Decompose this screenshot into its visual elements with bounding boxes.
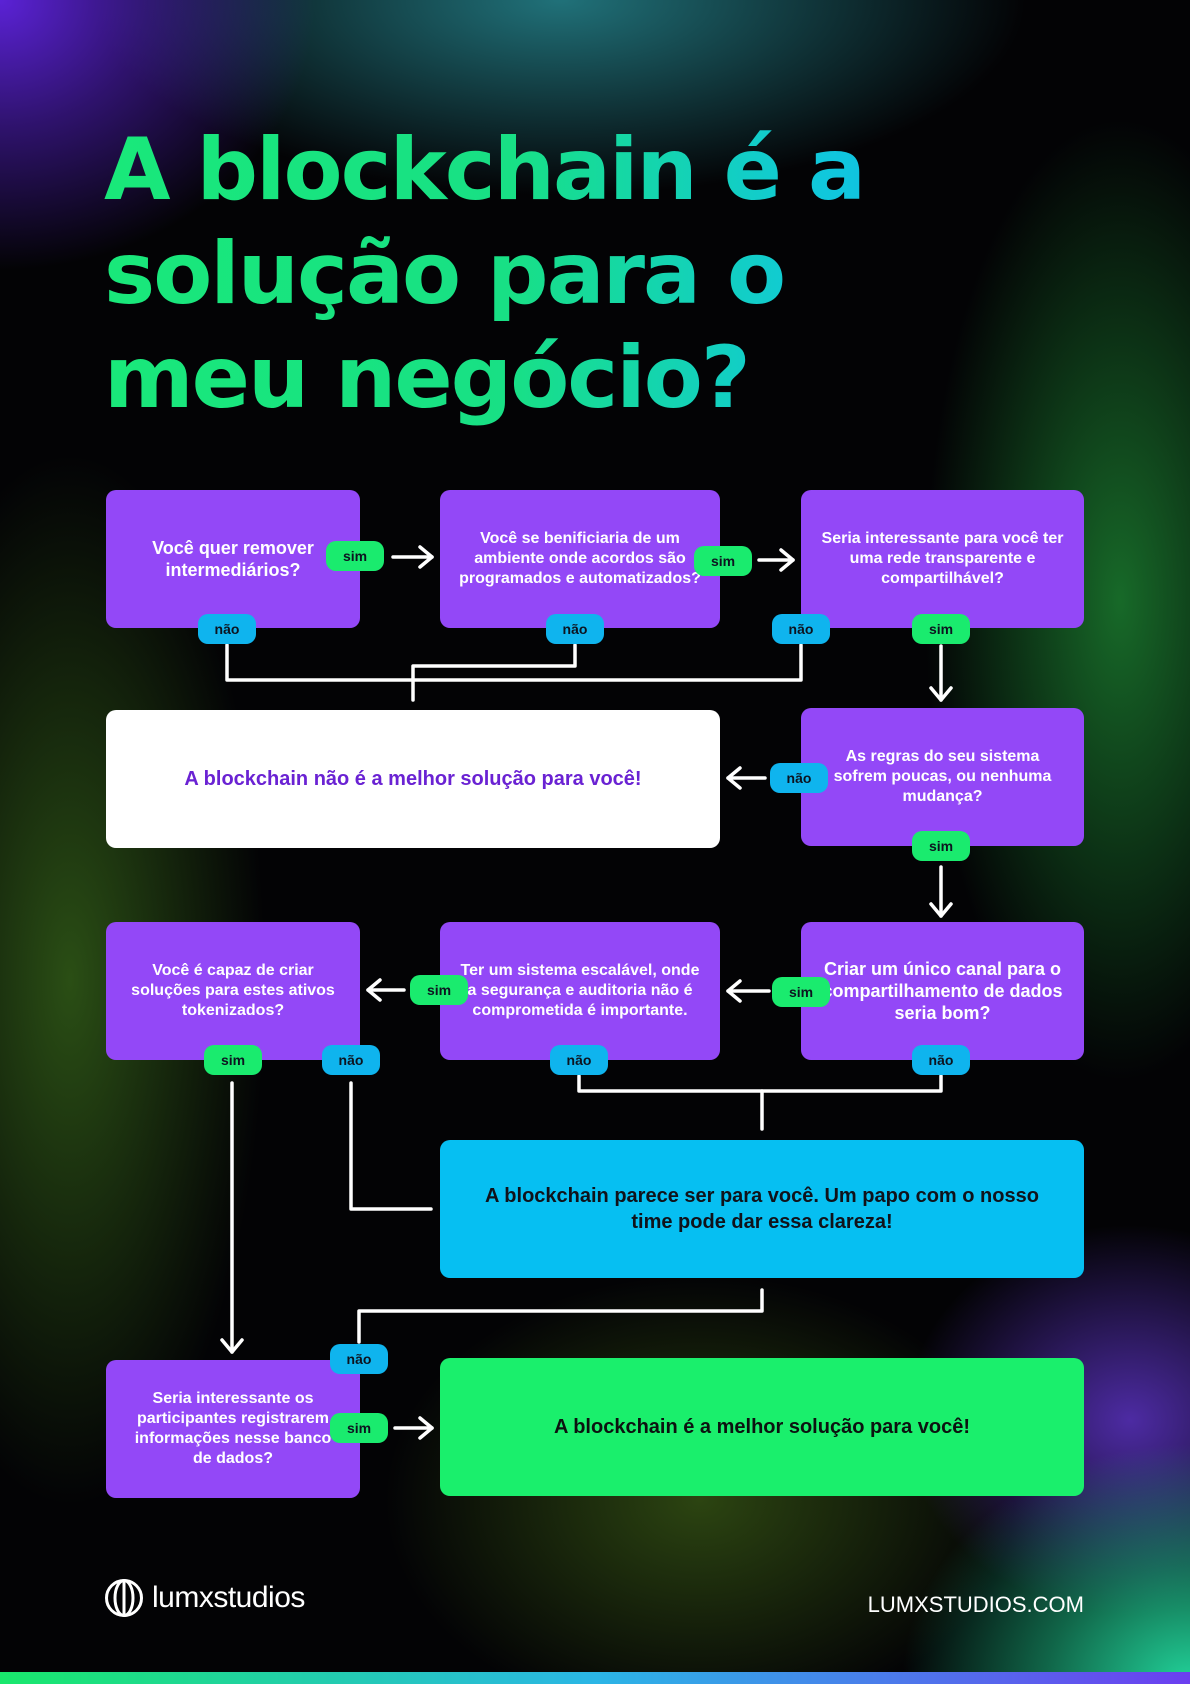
question-transparent-network: Seria interessante para você ter uma red… — [801, 490, 1084, 628]
lumx-logo-icon — [105, 1579, 143, 1617]
no-merge-line-q2 — [411, 643, 577, 702]
question-tokenized-assets: Você é capaz de criar soluções para este… — [106, 922, 360, 1060]
no-pill-q3: não — [772, 614, 830, 644]
no-pill-q7: não — [322, 1045, 380, 1075]
blue-to-q8-line — [357, 1288, 764, 1344]
no-pill-q2: não — [546, 614, 604, 644]
yes-pill-q6: sim — [410, 975, 468, 1005]
question-programmed-agreements: Você se benificiaria de um ambiente onde… — [440, 490, 720, 628]
result-not-for-you: A blockchain não é a melhor solução para… — [106, 710, 720, 848]
q7-no-line — [349, 1081, 433, 1211]
question-rules-change: As regras do seu sistema sofrem poucas, … — [801, 708, 1084, 846]
no-pill-q6: não — [550, 1045, 608, 1075]
yes-pill-q3: sim — [912, 614, 970, 644]
yes-pill-q4: sim — [912, 831, 970, 861]
bottom-gradient-strip — [0, 1672, 1190, 1684]
result-seems-for-you: A blockchain parece ser para você. Um pa… — [440, 1140, 1084, 1278]
no-pill-q5: não — [912, 1045, 970, 1075]
brand-logo: lumxstudios — [104, 1578, 305, 1618]
page-title: A blockchain é a solução para o meu negó… — [104, 118, 1004, 430]
question-single-channel: Criar um único canal para o compartilham… — [801, 922, 1084, 1060]
website-link[interactable]: LUMXSTUDIOS.COM — [867, 1592, 1084, 1617]
no-pill-q8: não — [330, 1344, 388, 1374]
yes-pill-q2: sim — [694, 546, 752, 576]
yes-pill-q8: sim — [330, 1413, 388, 1443]
yes-pill-q5: sim — [772, 977, 830, 1007]
no-merge-line-top — [225, 643, 803, 682]
no-merge-line-middle — [577, 1074, 943, 1093]
yes-pill-q1: sim — [326, 541, 384, 571]
result-best-for-you: A blockchain é a melhor solução para voc… — [440, 1358, 1084, 1496]
question-remove-intermediaries: Você quer remover intermediários? — [106, 490, 360, 628]
no-pill-q4: não — [770, 763, 828, 793]
question-participants-register: Seria interessante os participantes regi… — [106, 1360, 360, 1498]
brand-name: lumxstudios — [152, 1581, 305, 1614]
yes-pill-q7: sim — [204, 1045, 262, 1075]
no-pill-q1: não — [198, 614, 256, 644]
question-scalable-system: Ter um sistema escalável, onde a seguran… — [440, 922, 720, 1060]
